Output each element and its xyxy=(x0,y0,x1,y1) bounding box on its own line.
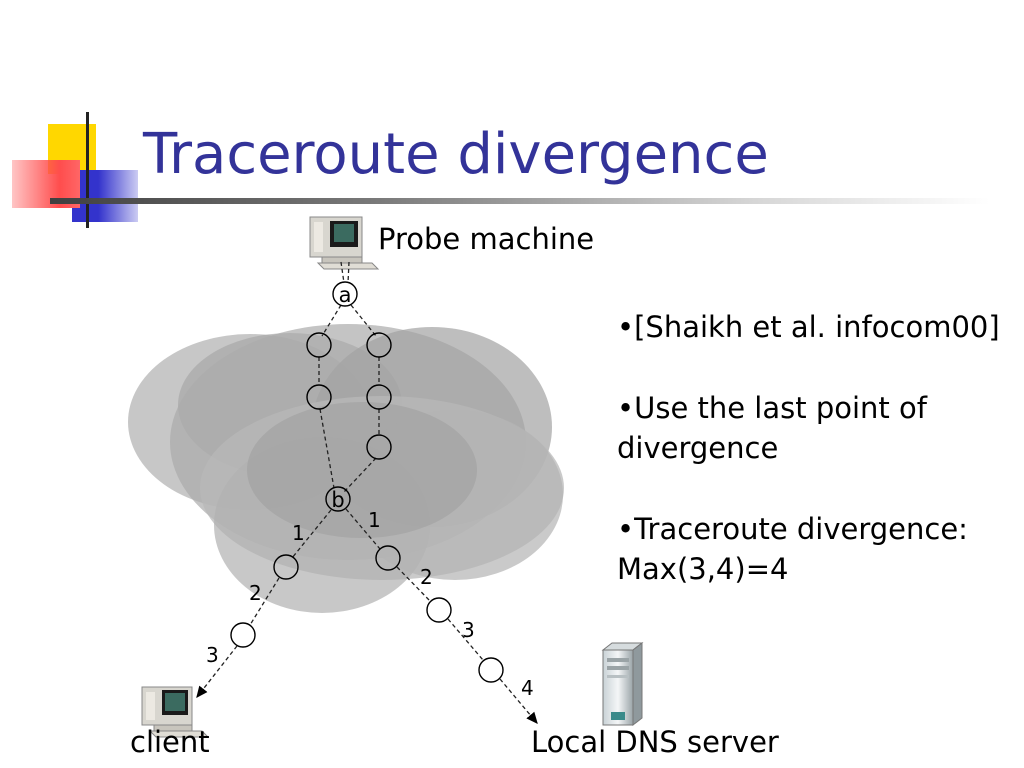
router-right-1 xyxy=(366,332,392,358)
path-to-client xyxy=(196,509,332,699)
path-right-branch xyxy=(343,304,380,493)
client-hop-count-3: 3 xyxy=(206,643,219,667)
probe-computer-icon xyxy=(309,216,380,270)
dns-server-icon xyxy=(601,641,644,727)
title-underline xyxy=(50,198,990,204)
dns-hop-count-3: 3 xyxy=(462,618,475,642)
dns-hop-count-4: 4 xyxy=(521,676,534,700)
dns-hop-count-2: 2 xyxy=(420,565,433,589)
router-a-label: a xyxy=(339,283,352,307)
client-label: client xyxy=(130,725,210,759)
router-left-2 xyxy=(306,384,332,410)
probe-to-a-link xyxy=(340,261,350,284)
slide-title: Traceroute divergence xyxy=(143,122,769,187)
router-left-1 xyxy=(306,332,332,358)
bullet-list: •[Shaikh et al. infocom00] •Use the last… xyxy=(617,307,1017,630)
bullet-last-divergence: •Use the last point of divergence xyxy=(617,391,927,465)
router-b-label: b xyxy=(331,488,344,512)
deco-blue-square xyxy=(72,170,138,222)
dns-hop-3 xyxy=(478,657,504,683)
deco-vertical-line xyxy=(86,112,89,228)
client-hop-2 xyxy=(230,622,256,648)
network-cloud xyxy=(128,324,564,613)
dns-hop-2 xyxy=(426,597,452,623)
dns-hop-count-1: 1 xyxy=(368,508,381,532)
probe-machine-label: Probe machine xyxy=(378,222,595,256)
bullet-divergence-value: •Traceroute divergence: Max(3,4)=4 xyxy=(617,512,968,586)
path-to-dns xyxy=(345,508,538,724)
router-b xyxy=(325,486,351,512)
path-left-branch xyxy=(318,304,342,489)
dns-hop-1 xyxy=(375,545,401,571)
client-computer-icon xyxy=(141,686,210,738)
dns-server-label: Local DNS server xyxy=(531,725,779,759)
router-right-2 xyxy=(366,384,392,410)
client-hop-count-1: 1 xyxy=(292,521,305,545)
bullet-citation: •[Shaikh et al. infocom00] xyxy=(617,310,1000,344)
router-right-3 xyxy=(366,434,392,460)
client-hop-count-2: 2 xyxy=(249,581,262,605)
router-a xyxy=(332,281,358,307)
client-hop-1 xyxy=(273,554,299,580)
